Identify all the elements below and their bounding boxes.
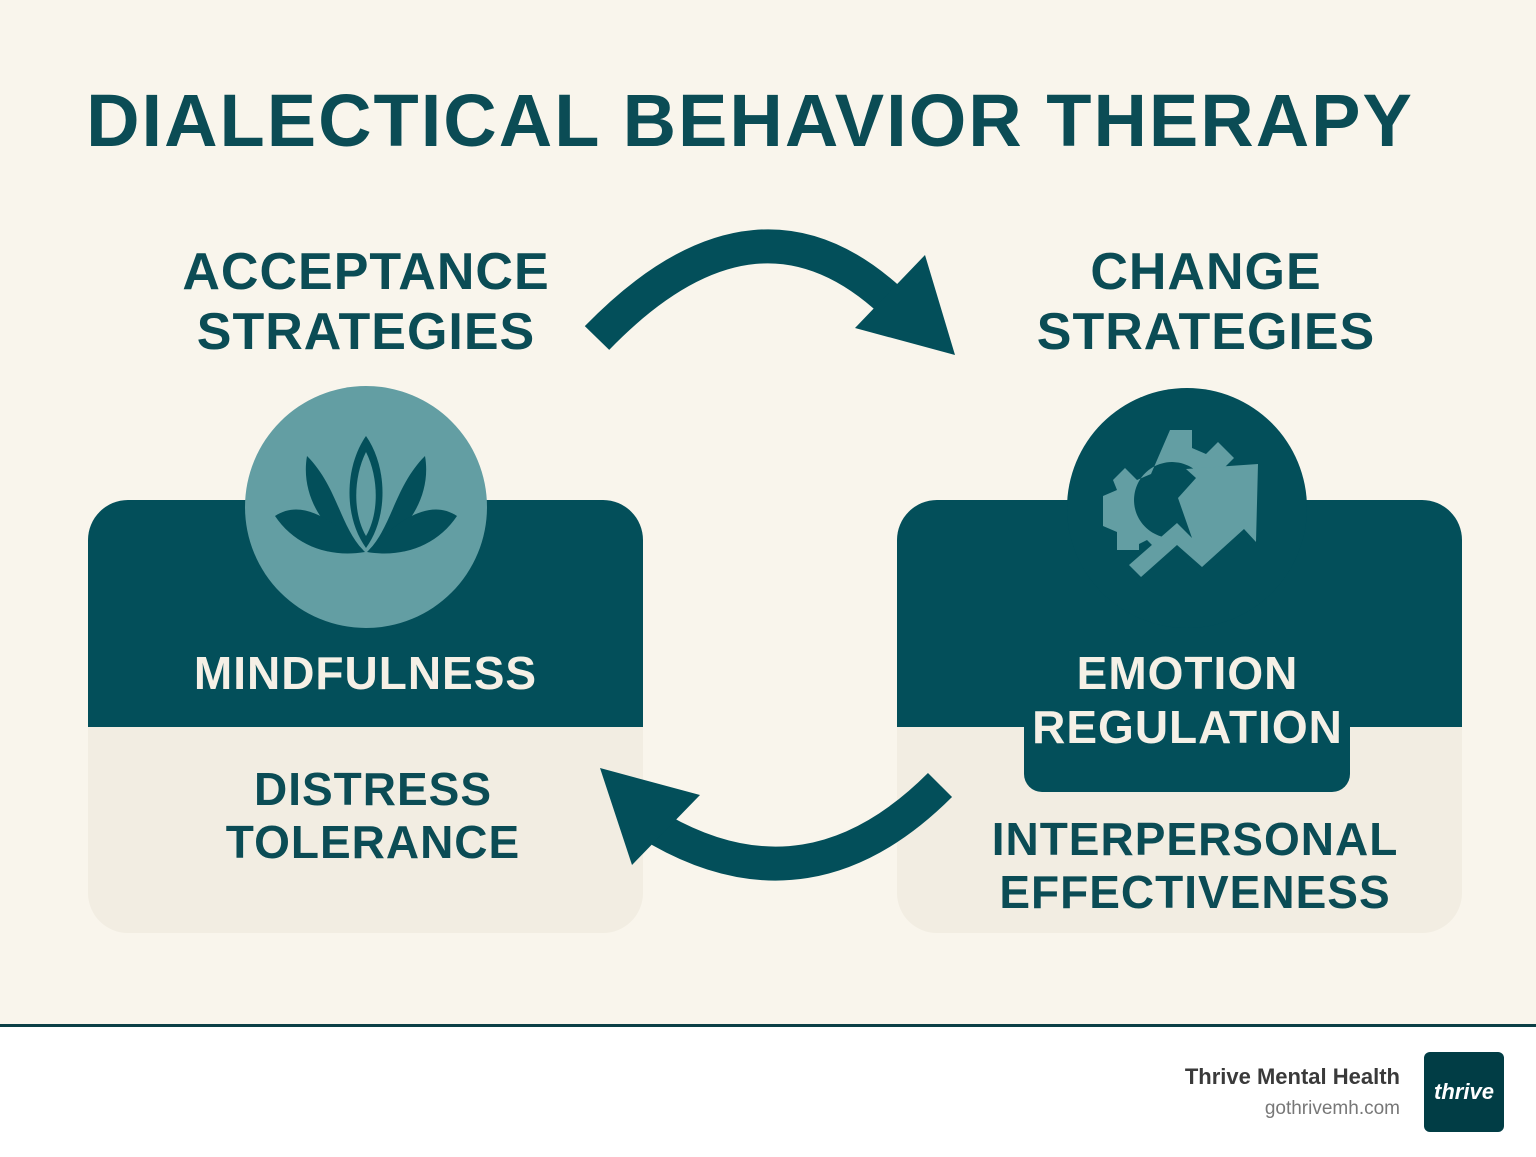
footer xyxy=(0,1024,1536,1157)
distress-line2: TOLERANCE xyxy=(225,816,521,868)
arrow-left-icon xyxy=(600,768,953,881)
change-line2: STRATEGIES xyxy=(1036,303,1376,361)
distress-line1: DISTRESS xyxy=(253,763,493,815)
brand-name: Thrive Mental Health xyxy=(1184,1064,1400,1089)
emotion-label-box xyxy=(1024,700,1350,792)
mindfulness-label: MINDFULNESS xyxy=(193,647,538,699)
emotion-line1: EMOTION xyxy=(1076,647,1299,699)
cycle-arrows xyxy=(584,229,955,881)
interpersonal-line1: INTERPERSONAL xyxy=(991,813,1399,865)
acceptance-line1: ACCEPTANCE xyxy=(182,243,550,301)
distress-tolerance-label: DISTRESS TOLERANCE xyxy=(88,763,658,869)
emotion-line2: REGULATION xyxy=(1032,701,1343,753)
brand-url[interactable]: gothrivemh.com xyxy=(1264,1098,1400,1119)
thrive-logo: thrive xyxy=(1424,1052,1504,1132)
interpersonal-line2: EFFECTIVENESS xyxy=(999,866,1391,918)
acceptance-line2: STRATEGIES xyxy=(196,303,536,361)
interpersonal-effectiveness-label: INTERPERSONAL EFFECTIVENESS xyxy=(960,813,1430,919)
change-strategies-heading: CHANGE STRATEGIES xyxy=(976,242,1436,362)
logo-text: thrive xyxy=(1434,1079,1494,1104)
arrow-right-icon xyxy=(584,229,955,355)
lotus-icon xyxy=(245,386,487,628)
page-title: DIALECTICAL BEHAVIOR THERAPY xyxy=(86,79,1414,162)
emotion-regulation-label: EMOTION REGULATION xyxy=(1000,646,1375,754)
change-line1: CHANGE xyxy=(1090,243,1322,301)
distress-tolerance-panel xyxy=(88,700,643,933)
gear-growth-arrow-icon xyxy=(1103,430,1258,577)
acceptance-strategies-heading: ACCEPTANCE STRATEGIES xyxy=(136,242,596,362)
